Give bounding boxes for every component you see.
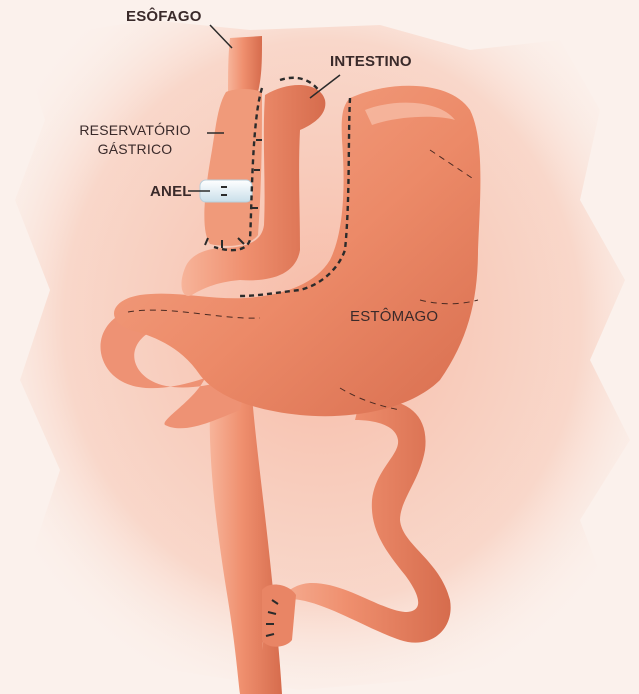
esophagus (228, 36, 262, 96)
label-gastric-reservoir: RESERVATÓRIO GÁSTRICO (76, 121, 194, 159)
label-stomach: ESTÔMAGO (350, 308, 438, 325)
label-ring: ANEL (150, 183, 192, 200)
label-esophagus: ESÔFAGO (126, 8, 202, 25)
anastomosis-stub (262, 585, 296, 647)
label-gastric-reservoir-line1: RESERVATÓRIO (76, 121, 194, 140)
label-gastric-reservoir-line2: GÁSTRICO (76, 140, 194, 159)
label-intestine: INTESTINO (330, 53, 412, 70)
